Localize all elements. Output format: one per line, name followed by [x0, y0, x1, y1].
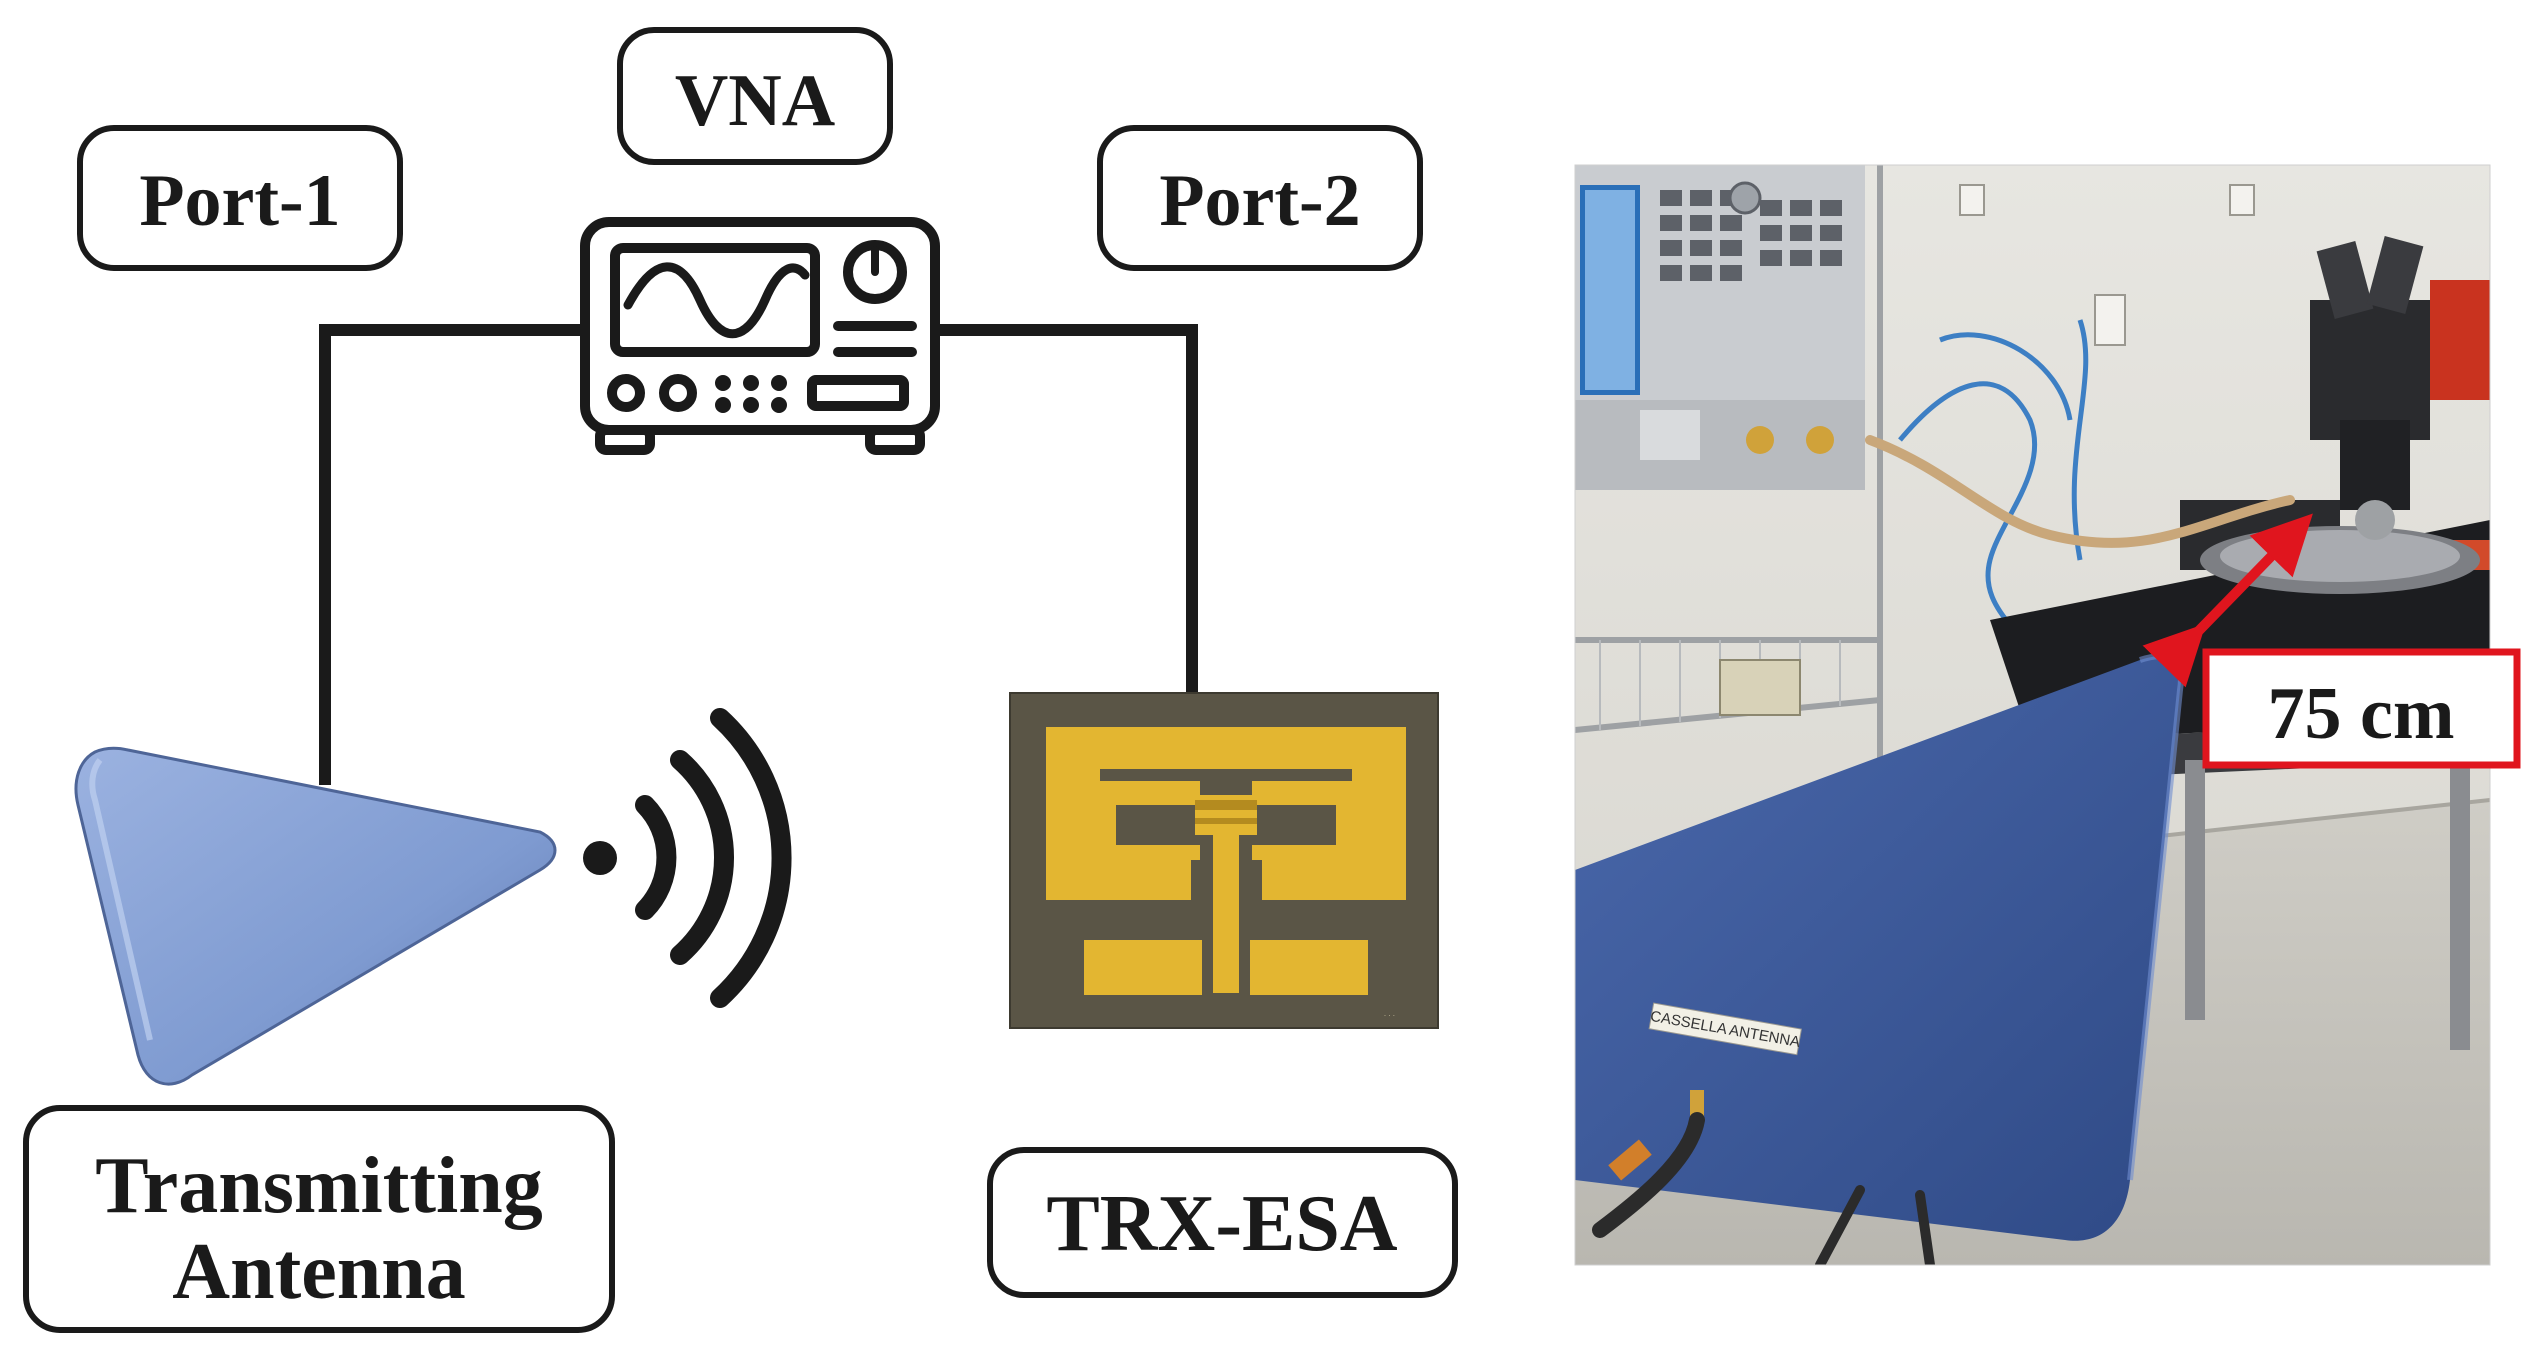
vna-instrument-icon: [585, 222, 935, 450]
esa-chip-photo: · · ·: [1010, 693, 1438, 1028]
port2-label-box: Port-2: [1100, 128, 1420, 268]
cable-port2: [935, 330, 1192, 695]
port1-label: Port-1: [139, 160, 340, 242]
cable-port1: [325, 330, 585, 785]
triangular-antenna-icon: [76, 748, 555, 1084]
vna-label-box: VNA: [620, 30, 890, 162]
photo-vna-instrument: [1575, 165, 1865, 490]
wireless-waves-icon: [583, 718, 782, 998]
distance-callout: 75 cm: [2206, 652, 2517, 765]
port2-label: Port-2: [1159, 160, 1360, 242]
svg-text:· · ·: · · ·: [1384, 1012, 1395, 1020]
vna-label: VNA: [675, 60, 835, 142]
transmitting-antenna-label-line2: Antenna: [172, 1228, 465, 1316]
transmitting-antenna-label-line1: Transmitting: [95, 1142, 542, 1230]
trx-esa-label-box: TRX-ESA: [990, 1150, 1455, 1295]
distance-label: 75 cm: [2268, 673, 2455, 755]
trx-esa-label: TRX-ESA: [1046, 1180, 1397, 1268]
port1-label-box: Port-1: [80, 128, 400, 268]
transmitting-antenna-label-box: Transmitting Antenna: [26, 1108, 612, 1330]
